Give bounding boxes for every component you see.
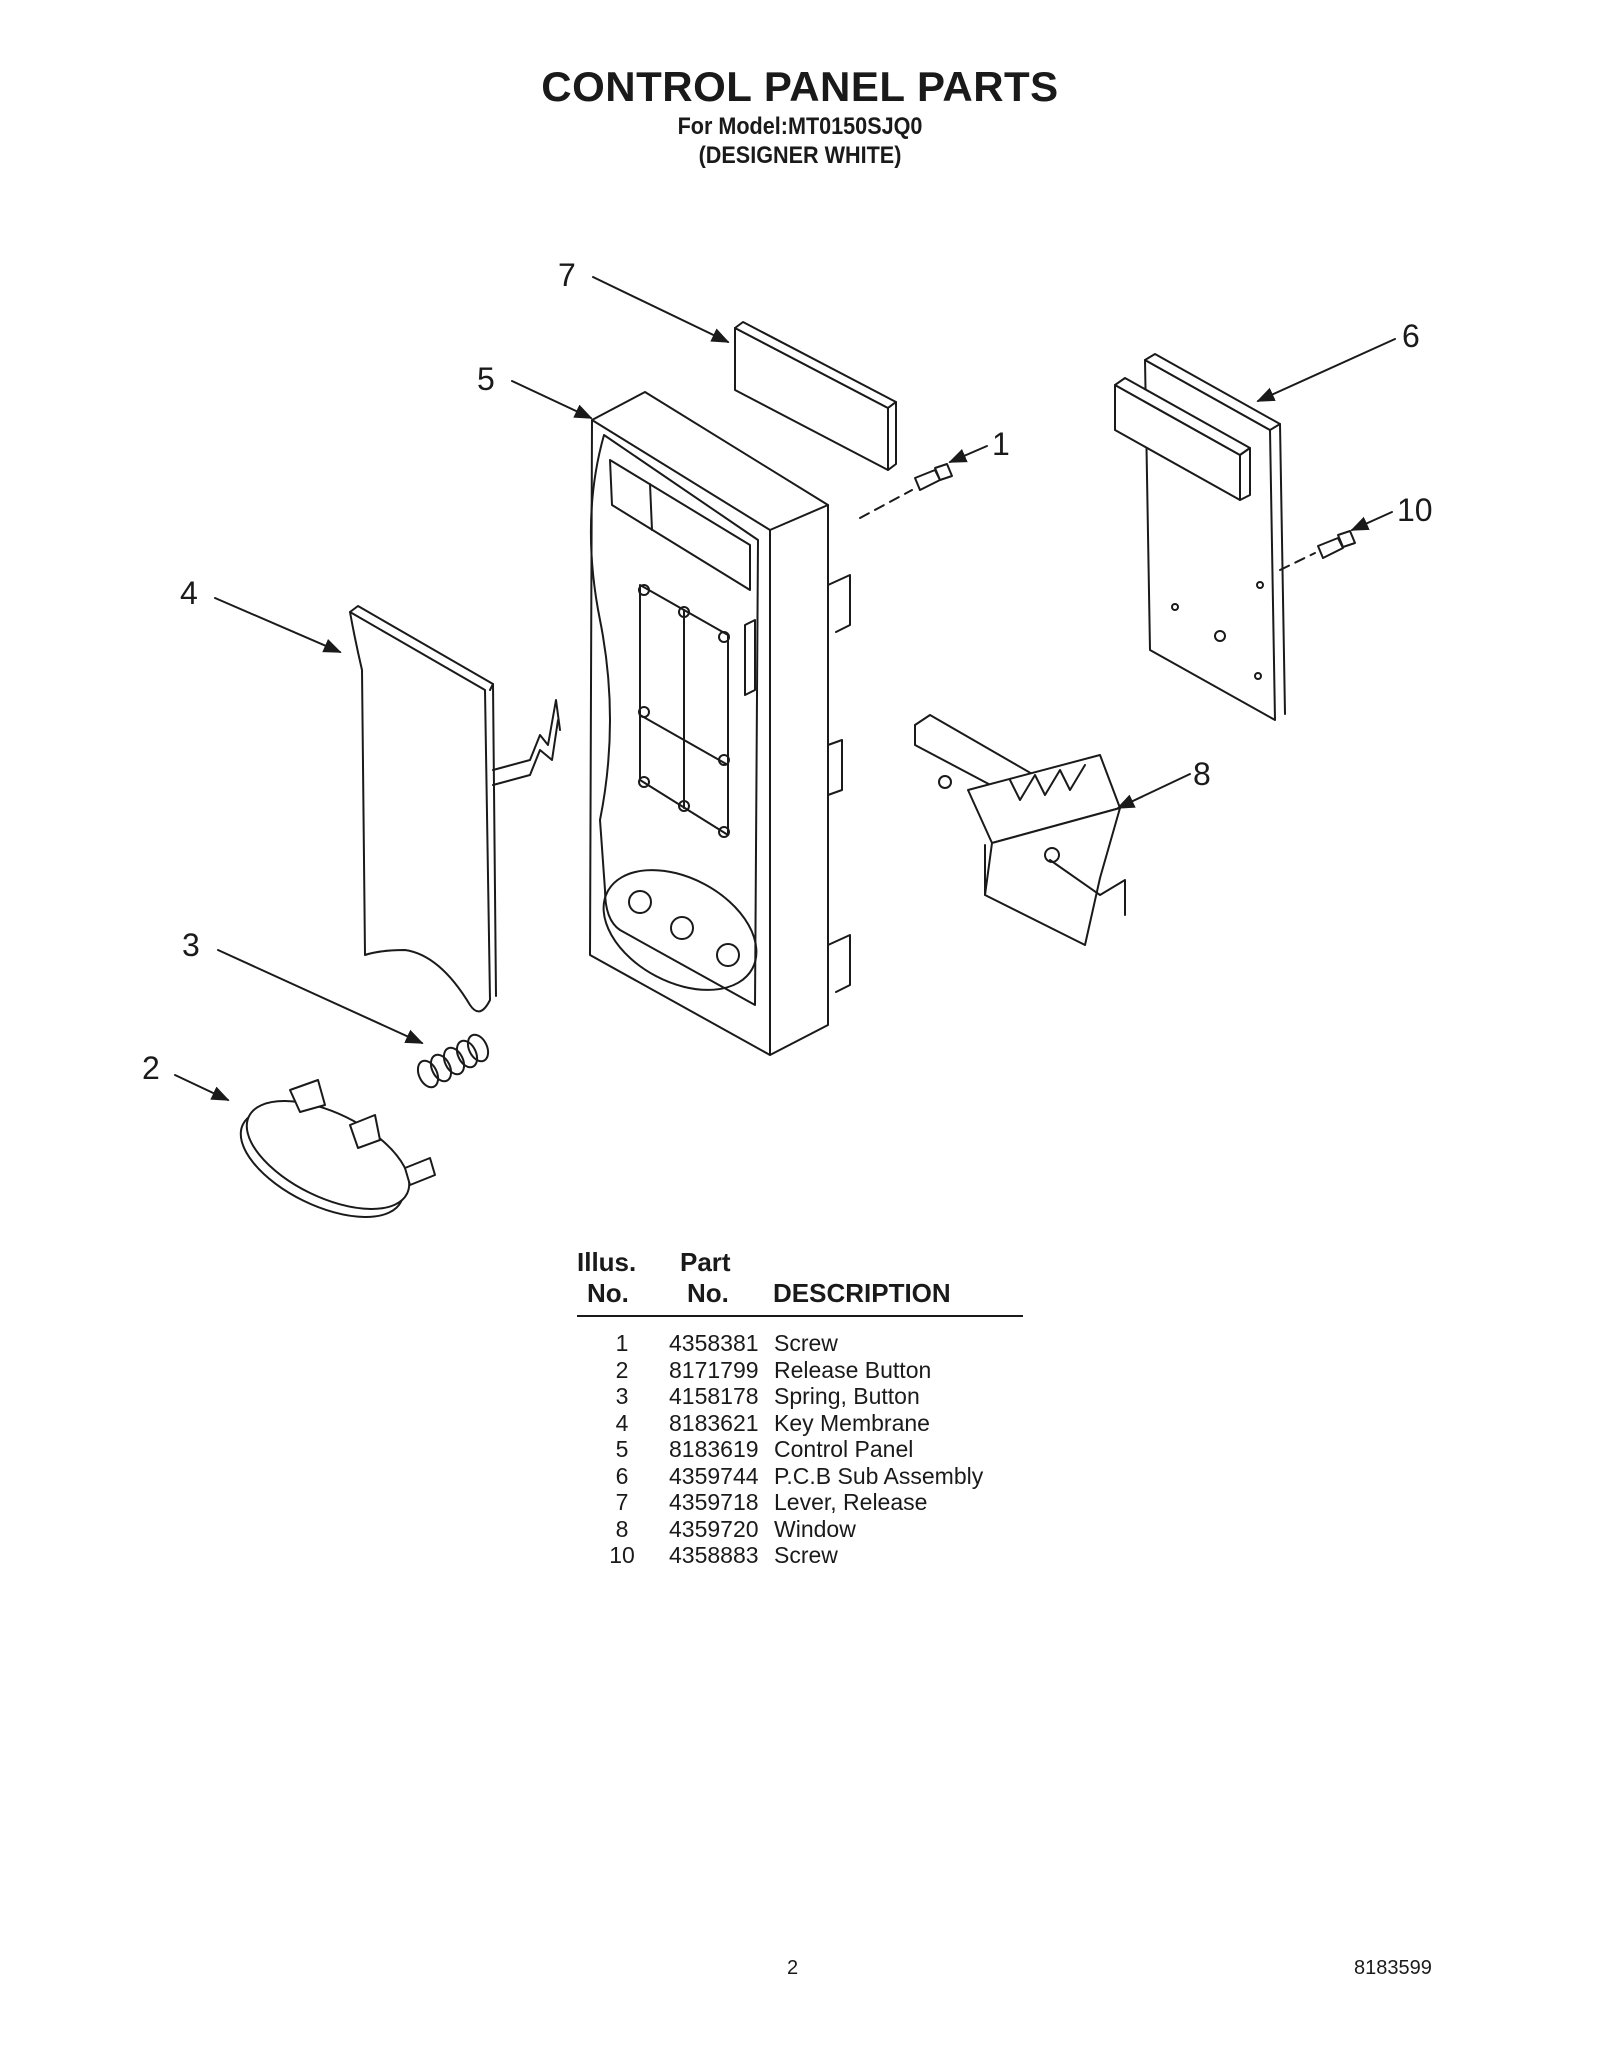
illus-no: 4 <box>615 1409 629 1436</box>
table-row: 1 4358381 Screw <box>577 1330 1023 1357</box>
part-description: Spring, Button <box>774 1383 920 1409</box>
table-row: 5 8183619 Control Panel <box>577 1436 1023 1463</box>
part-description: Key Membrane <box>774 1409 930 1436</box>
part-no: 4358381 <box>669 1330 759 1356</box>
header-description: DESCRIPTION <box>773 1278 951 1308</box>
part-description: Control Panel <box>774 1436 914 1462</box>
part-no: 8183619 <box>669 1436 759 1462</box>
part-no: 4359744 <box>669 1462 759 1489</box>
callout-1: 1 <box>992 426 1010 462</box>
page-title: CONTROL PANEL PARTS <box>541 63 1059 110</box>
screw-part <box>859 463 953 519</box>
callout-8: 7 <box>558 257 576 293</box>
callout-3: 3 <box>182 927 200 963</box>
part-no: 8171799 <box>669 1356 759 1383</box>
key-membrane-part <box>349 605 561 1013</box>
pcb-screw-part <box>1279 530 1356 571</box>
document-number: 8183599 <box>1354 1957 1432 1979</box>
part-no: 4158178 <box>669 1383 759 1409</box>
illus-no: 2 <box>615 1356 629 1383</box>
leader-2 <box>174 1074 230 1101</box>
leader-1 <box>948 445 988 463</box>
header-illus-line1: Illus. <box>577 1247 637 1277</box>
header-part-line1: Part <box>680 1247 731 1277</box>
leader-10 <box>1350 511 1393 531</box>
parts-table-header: Illus. No. Part No. DESCRIPTION <box>577 1247 1023 1309</box>
table-row: 7 4359718 Lever, Release <box>577 1489 1023 1516</box>
illus-no: 10 <box>609 1542 635 1568</box>
callout-5: 5 <box>477 361 495 397</box>
illus-no: 8 <box>615 1515 629 1542</box>
part-no: 8183621 <box>669 1409 759 1436</box>
window-part <box>734 321 897 471</box>
part-no: 4359720 <box>669 1515 759 1542</box>
exploded-parts-diagram: 7 5 1 6 10 4 8 3 2 <box>142 257 1433 1218</box>
table-row: 10 4358883 Screw <box>577 1542 1023 1569</box>
leader-8 <box>592 276 730 343</box>
header-illus-line2: No. <box>587 1278 629 1308</box>
release-button-part <box>239 1079 436 1218</box>
part-description: P.C.B Sub Assembly <box>774 1462 984 1489</box>
illus-no: 6 <box>615 1462 629 1489</box>
control-panel-part <box>589 391 851 1056</box>
callout-7: 8 <box>1193 756 1211 792</box>
callout-4: 4 <box>180 575 198 611</box>
header-part-line2: No. <box>687 1278 729 1308</box>
table-row: 4 8183621 Key Membrane <box>577 1410 1023 1437</box>
part-description: Screw <box>774 1542 838 1568</box>
table-header-rule <box>577 1315 1023 1317</box>
table-row: 8 4359720 Window <box>577 1516 1023 1543</box>
callout-10: 10 <box>1397 492 1433 528</box>
leader-3 <box>217 949 424 1044</box>
callout-2: 2 <box>142 1050 160 1086</box>
page-header: CONTROL PANEL PARTS For Model:MT0150SJQ0… <box>0 62 1600 170</box>
table-row: 3 4158178 Spring, Button <box>577 1383 1023 1410</box>
illus-no: 3 <box>615 1383 629 1409</box>
release-lever-part <box>914 714 1126 946</box>
pcb-sub-assembly-part <box>1114 353 1286 721</box>
callout-6: 6 <box>1402 318 1420 354</box>
leader-6 <box>1256 338 1396 402</box>
part-description: Screw <box>774 1330 838 1356</box>
part-no: 4358883 <box>669 1542 759 1568</box>
model-line: For Model:MT0150SJQ0 <box>677 113 923 140</box>
part-description: Lever, Release <box>774 1489 928 1515</box>
leader-7 <box>1116 773 1191 809</box>
table-row: 2 8171799 Release Button <box>577 1357 1023 1384</box>
illus-no: 5 <box>615 1436 629 1462</box>
part-description: Release Button <box>774 1356 932 1383</box>
illus-no: 7 <box>615 1489 629 1515</box>
color-line: (DESIGNER WHITE) <box>698 142 902 169</box>
page-number: 2 <box>787 1957 799 1979</box>
leader-5 <box>511 380 593 419</box>
button-spring-part <box>416 1033 490 1089</box>
leader-4 <box>214 597 342 653</box>
illus-no: 1 <box>615 1330 629 1356</box>
part-no: 4359718 <box>669 1489 759 1515</box>
table-row: 6 4359744 P.C.B Sub Assembly <box>577 1463 1023 1490</box>
part-description: Window <box>774 1515 856 1542</box>
parts-table-body: 1 4358381 Screw 2 8171799 Release Button… <box>577 1330 1023 1569</box>
